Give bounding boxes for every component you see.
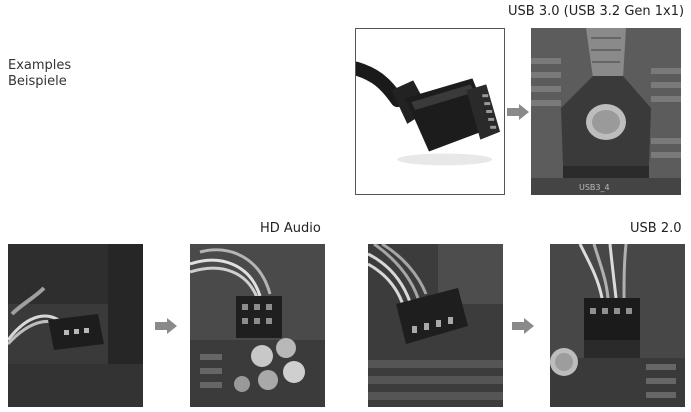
caption-english: Examples [8,58,72,73]
usb2-arrow-icon [512,318,534,334]
examples-caption: Examples Beispiele [8,58,71,90]
usb3-label: USB 3.0 (USB 3.2 Gen 1x1) [508,4,685,19]
caption-german: Beispiele [8,74,67,89]
usb3-header-photo: USB3_4 [531,28,681,195]
hd-audio-arrow-icon [155,318,177,334]
svg-text:USB3_4: USB3_4 [579,183,610,192]
usb3-cable-photo [355,28,505,195]
hd-audio-label: HD Audio [260,221,321,236]
hd-audio-cable-photo [8,244,143,407]
hd-audio-header-photo [190,244,325,407]
usb3-arrow-icon [507,104,529,120]
usb2-header-photo [550,244,685,407]
usb2-label: USB 2.0 [630,221,682,236]
usb2-cable-photo [368,244,503,407]
